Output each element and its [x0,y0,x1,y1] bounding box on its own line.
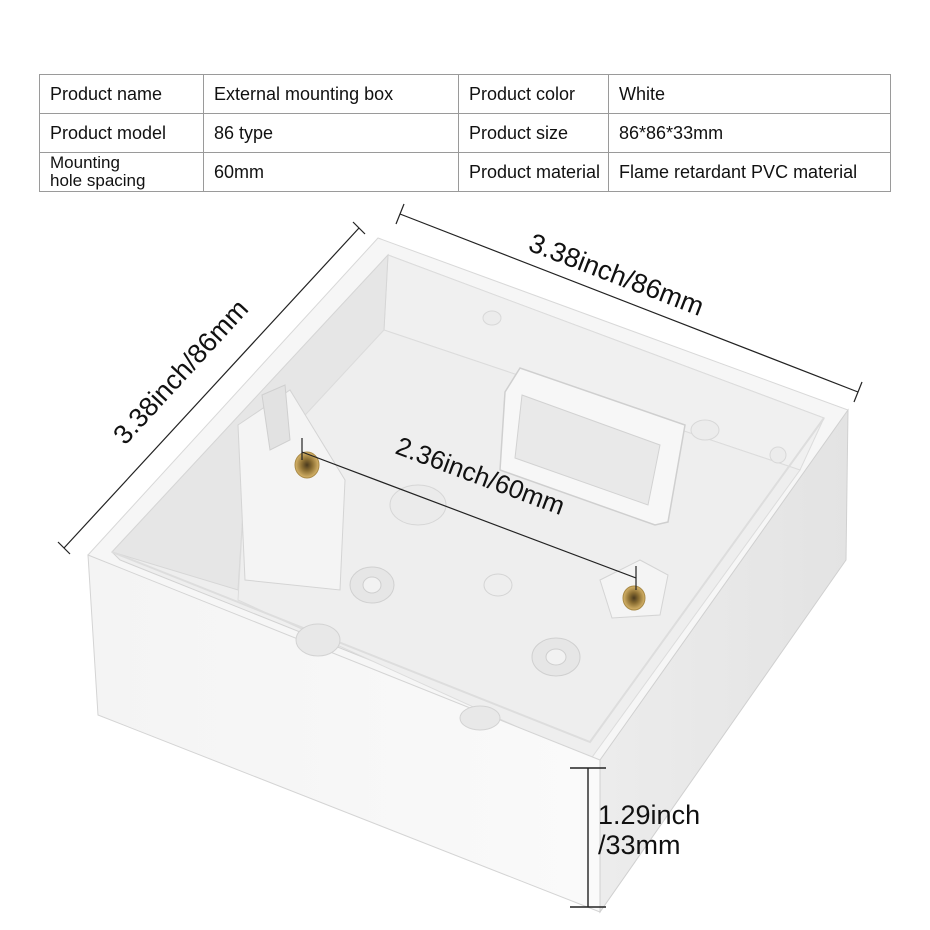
table-row: Mounting hole spacing 60mm Product mater… [39,152,891,192]
spec-value-product-color: White [608,74,891,114]
spec-label-hole-spacing-line1: Mounting [50,153,120,172]
table-row: Product name External mounting box Produ… [39,74,891,114]
knockout-hole-icon [295,623,341,657]
spec-label-hole-spacing-line2: hole spacing [50,171,146,190]
embossed-mark-icon [483,573,513,597]
dimension-height [570,767,606,908]
dimension-hole-spacing [301,438,637,590]
left-brass-insert-icon [294,451,320,479]
right-brass-insert-icon [622,585,646,611]
dimension-width-top [395,203,863,403]
spec-value-product-name: External mounting box [203,74,459,114]
spec-label-product-size: Product size [458,113,609,153]
knockout-hole-icon [545,648,567,666]
dimension-depth-left [57,221,366,555]
knockout-hole-icon [389,484,447,526]
spec-value-product-material: Flame retardant PVC material [608,152,891,192]
back-wall-dimple-icon [690,419,720,441]
knockout-hole-icon [362,576,382,594]
knockout-hole-icon [459,705,501,731]
spec-label-hole-spacing: Mounting hole spacing [39,152,204,192]
dimension-label-height-line1: 1.29inch [598,800,700,830]
back-wall-dimple-icon [482,310,502,326]
clip-bracket-opening [514,394,661,506]
spec-value-hole-spacing: 60mm [203,152,459,192]
left-post-slot [261,384,291,451]
box-rim-inner-edge [111,417,825,744]
spec-value-product-size: 86*86*33mm [608,113,891,153]
spec-label-product-name: Product name [39,74,204,114]
box-right-wall [599,408,849,914]
spec-label-product-material: Product material [458,152,609,192]
back-wall-dimple-icon [769,446,787,464]
dimension-label-height-line2: /33mm [598,830,681,860]
spec-table: Product name External mounting box Produ… [39,74,891,192]
table-row: Product model 86 type Product size 86*86… [39,113,891,153]
